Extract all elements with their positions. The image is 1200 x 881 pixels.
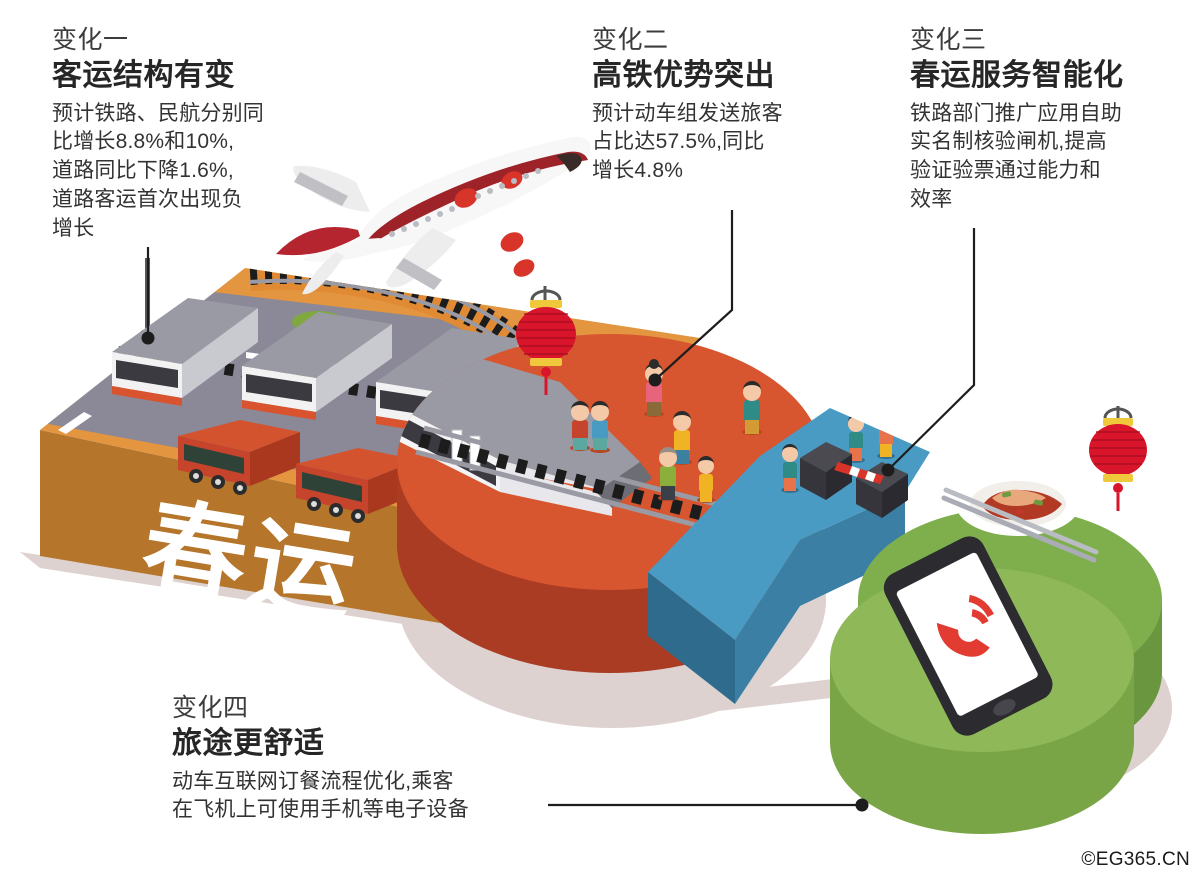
callout-2-headline: 高铁优势突出	[592, 58, 775, 92]
leader-dot-1	[141, 331, 155, 345]
body-line: 实名制核验闸机,提高	[910, 130, 1107, 154]
leader-lines	[146, 210, 976, 807]
leader-dot-4	[855, 798, 869, 812]
lantern-plaza	[516, 286, 576, 395]
body-line: 在飞机上可使用手机等电子设备	[172, 798, 469, 822]
person	[644, 359, 664, 417]
callout-change-1: 变化一 客运结构有变 预计铁路、民航分别同 比增长8.8%和10%, 道路同比下…	[52, 26, 307, 243]
person	[672, 411, 692, 465]
callout-change-3: 变化三 春运服务智能化 铁路部门推广应用自助 实名制核验闸机,提高 验证验票通过…	[910, 26, 1165, 215]
person	[590, 401, 610, 453]
leader-dot-2	[648, 373, 662, 387]
callout-3-kicker: 变化三	[910, 26, 987, 54]
body-line: 验证验票通过能力和	[910, 159, 1101, 183]
person	[658, 447, 678, 501]
lantern-right	[1089, 406, 1147, 511]
callout-4-body: 动车互联网订餐流程优化,乘客 在飞机上可使用手机等电子设备	[172, 768, 572, 826]
body-line: 占比达57.5%,同比	[592, 130, 765, 154]
chopsticks	[941, 487, 1099, 563]
callout-2-body: 预计动车组发送旅客 占比达57.5%,同比 增长4.8%	[592, 100, 842, 186]
leader-line-2	[655, 210, 734, 380]
body-line: 动车互联网订餐流程优化,乘客	[172, 769, 454, 793]
callout-4-kicker: 变化四	[172, 694, 249, 722]
copyright-credit: ©EG365.CN	[1081, 849, 1190, 870]
body-line: 效率	[910, 187, 953, 211]
airplane	[276, 136, 591, 295]
callout-1-kicker: 变化一	[52, 26, 129, 54]
body-line: 道路客运首次出现负	[52, 187, 243, 211]
callout-1-headline: 客运结构有变	[52, 58, 235, 92]
body-line: 增长	[52, 216, 95, 240]
body-line: 铁路部门推广应用自助	[910, 101, 1122, 125]
person	[742, 381, 762, 435]
callout-3-headline: 春运服务智能化	[910, 58, 1124, 92]
phone-call-icon	[936, 594, 994, 657]
body-line: 预计铁路、民航分别同	[52, 101, 264, 125]
body-line: 道路同比下降1.6%,	[52, 159, 234, 183]
leader-dot-3	[881, 463, 895, 477]
bus-1	[178, 420, 300, 495]
callout-change-2: 变化二 高铁优势突出 预计动车组发送旅客 占比达57.5%,同比 增长4.8%	[592, 26, 842, 186]
body-line: 增长4.8%	[592, 159, 684, 183]
barrier-arm	[834, 462, 884, 484]
person	[781, 444, 799, 493]
leader-dots	[141, 331, 895, 812]
bus-2	[296, 448, 418, 523]
body-line: 预计动车组发送旅客	[592, 101, 783, 125]
callout-1-body: 预计铁路、民航分别同 比增长8.8%和10%, 道路同比下降1.6%, 道路客运…	[52, 100, 307, 244]
smartphone	[883, 536, 1053, 736]
callout-change-4: 变化四 旅途更舒适 动车互联网订餐流程优化,乘客 在飞机上可使用手机等电子设备	[172, 694, 572, 825]
person	[570, 401, 590, 451]
leader-line-3	[888, 228, 976, 470]
person	[697, 456, 715, 503]
callout-3-body: 铁路部门推广应用自助 实名制核验闸机,提高 验证验票通过能力和 效率	[910, 100, 1165, 215]
green-service-cylinder	[830, 406, 1162, 834]
body-line: 比增长8.8%和10%,	[52, 130, 235, 154]
callout-2-kicker: 变化二	[592, 26, 669, 54]
callout-4-headline: 旅途更舒适	[172, 726, 325, 760]
